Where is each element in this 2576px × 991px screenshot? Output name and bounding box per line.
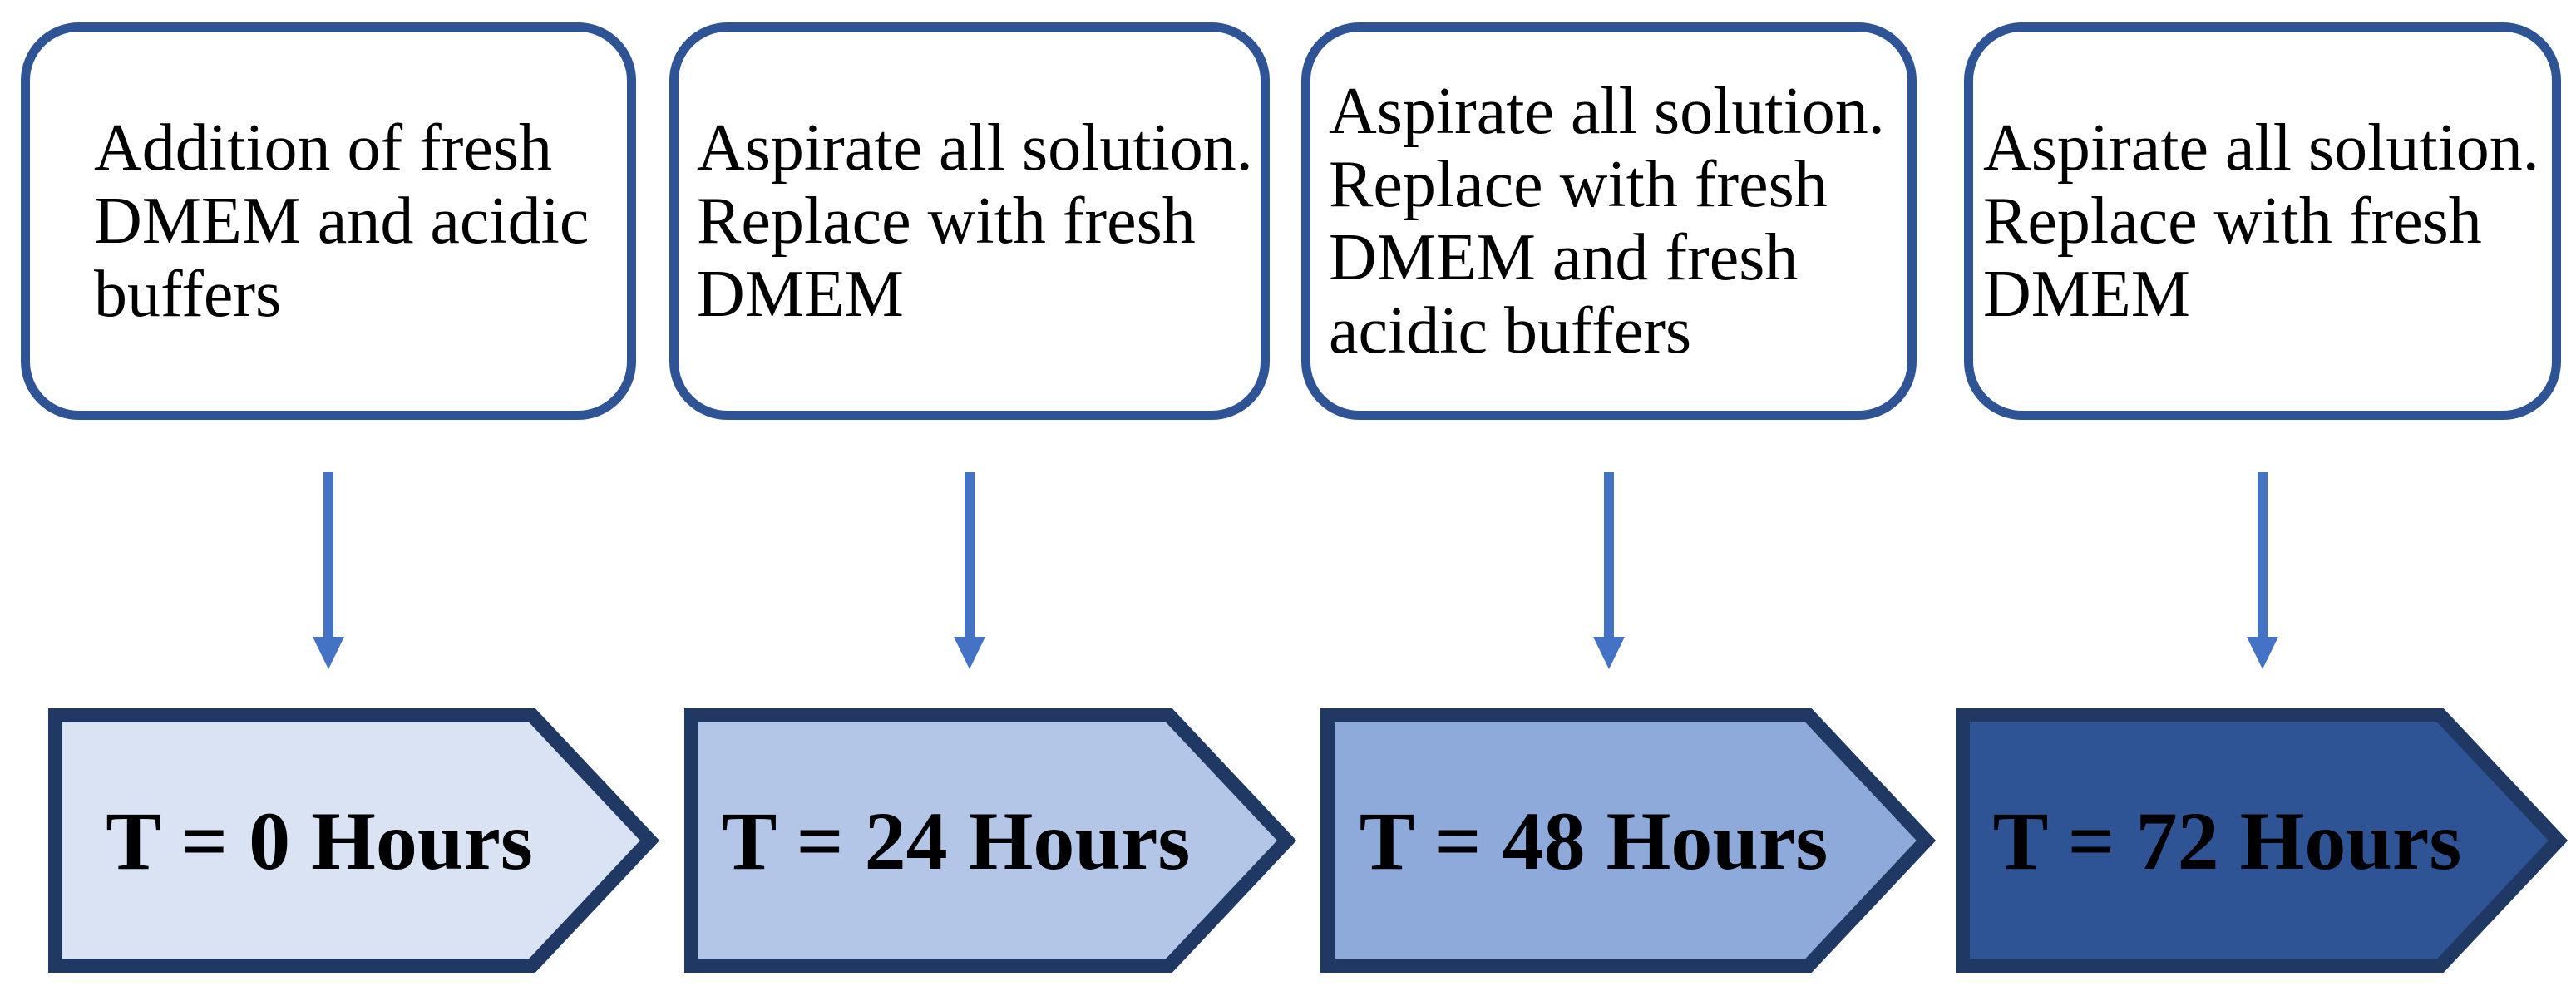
- timeline-label-t72: T = 72 Hours: [1992, 794, 2462, 887]
- note-box-t48: Aspirate all solution. Replace with fres…: [1301, 22, 1917, 420]
- timeline-chevron-t0: T = 0 Hours: [48, 708, 660, 973]
- timeline-label-t0: T = 0 Hours: [106, 794, 533, 887]
- timeline-label-t48: T = 48 Hours: [1359, 794, 1828, 887]
- down-arrow-icon: [954, 472, 985, 669]
- note-text-t0: Addition of fresh DMEM and acidic buffer…: [94, 111, 590, 331]
- note-text-t48: Aspirate all solution. Replace with fres…: [1329, 75, 1885, 367]
- note-text-t24: Aspirate all solution. Replace with fres…: [697, 111, 1253, 331]
- timeline-chevron-t72: T = 72 Hours: [1956, 708, 2569, 973]
- note-text-t72: Aspirate all solution. Replace with fres…: [1983, 111, 2539, 331]
- chevron-shape: [1956, 708, 2569, 973]
- down-arrow-icon: [1593, 472, 1625, 669]
- chevron-shape: [48, 708, 660, 973]
- chevron-shape: [1320, 708, 1937, 973]
- timeline-chevron-t48: T = 48 Hours: [1320, 708, 1937, 973]
- note-box-t72: Aspirate all solution. Replace with fres…: [1964, 22, 2561, 420]
- note-box-t0: Addition of fresh DMEM and acidic buffer…: [21, 22, 636, 420]
- timeline-chevron-t24: T = 24 Hours: [684, 708, 1297, 973]
- chevron-shape: [684, 708, 1297, 973]
- note-box-t24: Aspirate all solution. Replace with fres…: [669, 22, 1270, 420]
- down-arrow-icon: [2247, 472, 2278, 669]
- timeline-label-t24: T = 24 Hours: [721, 794, 1191, 887]
- down-arrow-icon: [313, 472, 344, 669]
